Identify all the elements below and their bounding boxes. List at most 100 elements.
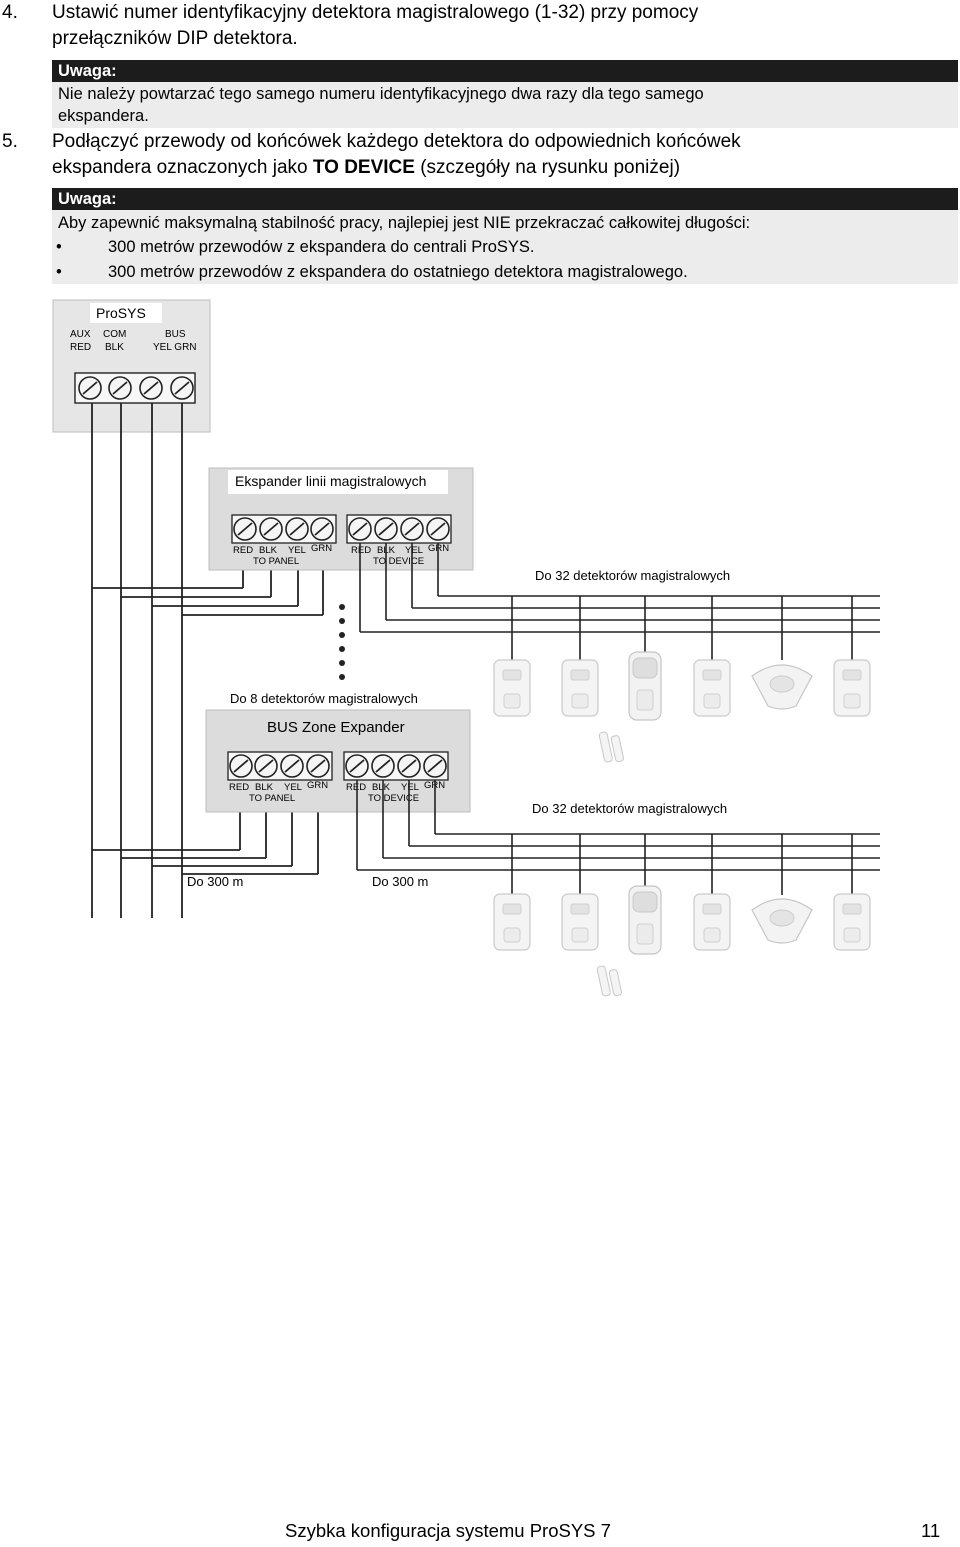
note-2-bullet-1: • 300 metrów przewodów z ekspandera do c… (52, 235, 958, 260)
note-1-line-1: Nie należy powtarzać tego samego numeru … (58, 85, 704, 103)
detector-icon (561, 893, 599, 951)
page-number: 11 (921, 1520, 941, 1541)
expander-1-title-background (228, 470, 448, 494)
step-5-line-2-start: ekspandera oznaczonych jako (52, 157, 313, 178)
prosys-bus-label: BUS (165, 329, 186, 340)
screw-icon (259, 517, 283, 541)
expander-1: Ekspander linii magistralowych RED BLK Y… (208, 467, 474, 571)
distance-label-panel: Do 300 m (187, 874, 243, 889)
terminal-red-label: RED (346, 782, 366, 793)
step-5-line-1: Podłączyć przewody od końcówek każdego d… (52, 131, 741, 152)
expander-2-title: BUS Zone Expander (267, 719, 405, 736)
prosys-panel: ProSYS AUX COM BUS RED BLK YEL GRN (52, 299, 211, 433)
note-box-1: Uwaga: Nie należy powtarzać tego samego … (52, 60, 958, 128)
terminal-grn-label: GRN (307, 780, 328, 791)
detector-icon (628, 651, 662, 721)
magnetic-contact-icon (598, 731, 625, 764)
label-up-to-8: Do 8 detektorów magistralowych (230, 691, 418, 706)
prosys-title-background (90, 303, 162, 323)
note-1-heading: Uwaga: (52, 60, 958, 82)
screw-icon (139, 376, 163, 400)
note-1-body: Nie należy powtarzać tego samego numeru … (52, 82, 958, 127)
step-4-text: Ustawić numer identyfikacyjny detektora … (52, 0, 932, 52)
terminal-yel-label: YEL (405, 545, 423, 556)
detector-icon (751, 664, 813, 710)
terminal-blk-label: BLK (372, 782, 391, 793)
screw-icon (310, 517, 334, 541)
step-5-text: Podłączyć przewody od końcówek każdego d… (52, 129, 932, 181)
screw-icon (426, 517, 450, 541)
detectors-row-2 (493, 885, 871, 998)
note-2-bullet-2-text: 300 metrów przewodów z ekspandera do ost… (108, 263, 688, 281)
magnetic-contact-icon (596, 965, 623, 998)
note-2-intro: Aby zapewnić maksymalną stabilność pracy… (58, 214, 751, 232)
prosys-com-label: COM (103, 329, 126, 340)
detector-icon (493, 893, 531, 951)
prosys-aux-label: AUX (70, 329, 91, 340)
terminal-red-label: RED (229, 782, 249, 793)
prosys-red-label: RED (70, 342, 91, 353)
screw-icon (371, 754, 395, 778)
note-2-heading: Uwaga: (52, 188, 958, 210)
screw-icon (400, 517, 424, 541)
screw-icon (233, 517, 257, 541)
detector-icon (493, 659, 531, 717)
screw-icon (397, 754, 421, 778)
label-up-to-32-bottom: Do 32 detektorów magistralowych (532, 801, 727, 816)
to-device-label: TO DEVICE (373, 556, 424, 567)
to-panel-label: TO PANEL (253, 556, 299, 567)
panel-wires (91, 403, 324, 918)
detectors-row-1 (493, 651, 871, 764)
note-2-bullet-2: • 300 metrów przewodów z ekspandera do o… (52, 260, 958, 285)
expander-2: BUS Zone Expander RED BLK YEL GRN RED BL… (205, 709, 471, 813)
detector-icon (833, 893, 871, 951)
detector-icon (693, 893, 731, 951)
terminal-red-label: RED (233, 545, 253, 556)
terminal-grn-label: GRN (311, 543, 332, 554)
screw-icon (78, 376, 102, 400)
terminal-blk-label: BLK (255, 782, 274, 793)
bullet-icon: • (56, 263, 62, 281)
step-5-number: 5. (2, 131, 18, 152)
expander-2-bus (356, 780, 880, 895)
screw-icon (345, 754, 369, 778)
note-2-bullet-1-text: 300 metrów przewodów z ekspandera do cen… (108, 238, 535, 256)
detector-icon (833, 659, 871, 717)
screw-icon (423, 754, 447, 778)
distance-label-device: Do 300 m (372, 874, 428, 889)
to-device-label: TO DEVICE (312, 157, 415, 178)
step-4-line-1: Ustawić numer identyfikacyjny detektora … (52, 2, 699, 23)
to-device-label: TO DEVICE (368, 793, 419, 804)
prosys-title: ProSYS (96, 305, 146, 321)
prosys-blk-label: BLK (105, 342, 124, 353)
expander-1-bus (359, 543, 880, 660)
screw-icon (170, 376, 194, 400)
step-4-line-2: przełączników DIP detektora. (52, 28, 298, 49)
terminal-yel-label: YEL (401, 782, 419, 793)
terminal-yel-label: YEL (284, 782, 302, 793)
screw-icon (254, 754, 278, 778)
step-4-number: 4. (2, 2, 18, 23)
wiring-diagram: ProSYS AUX COM BUS RED BLK YEL GRN (52, 299, 880, 998)
note-box-2: Uwaga: Aby zapewnić maksymalną stabilnoś… (52, 188, 958, 284)
note-1-line-2: ekspandera. (58, 107, 149, 125)
screw-icon (285, 517, 309, 541)
more-expanders-dots (339, 604, 345, 680)
step-5-line-2-end: (szczegóły na rysunku poniżej) (414, 157, 681, 178)
prosys-yel-grn-label: YEL GRN (153, 342, 197, 353)
to-panel-label: TO PANEL (249, 793, 295, 804)
screw-icon (229, 754, 253, 778)
screw-icon (348, 517, 372, 541)
footer-title: Szybka konfiguracja systemu ProSYS 7 (285, 1520, 611, 1541)
terminal-red-label: RED (351, 545, 371, 556)
expander-1-title: Ekspander linii magistralowych (235, 473, 426, 489)
detector-icon (628, 885, 662, 955)
screw-icon (374, 517, 398, 541)
terminal-blk-label: BLK (259, 545, 278, 556)
screw-icon (280, 754, 304, 778)
screw-icon (306, 754, 330, 778)
label-up-to-32-top: Do 32 detektorów magistralowych (535, 568, 730, 583)
bullet-icon: • (56, 238, 62, 256)
detector-icon (561, 659, 599, 717)
detector-icon (751, 898, 813, 944)
